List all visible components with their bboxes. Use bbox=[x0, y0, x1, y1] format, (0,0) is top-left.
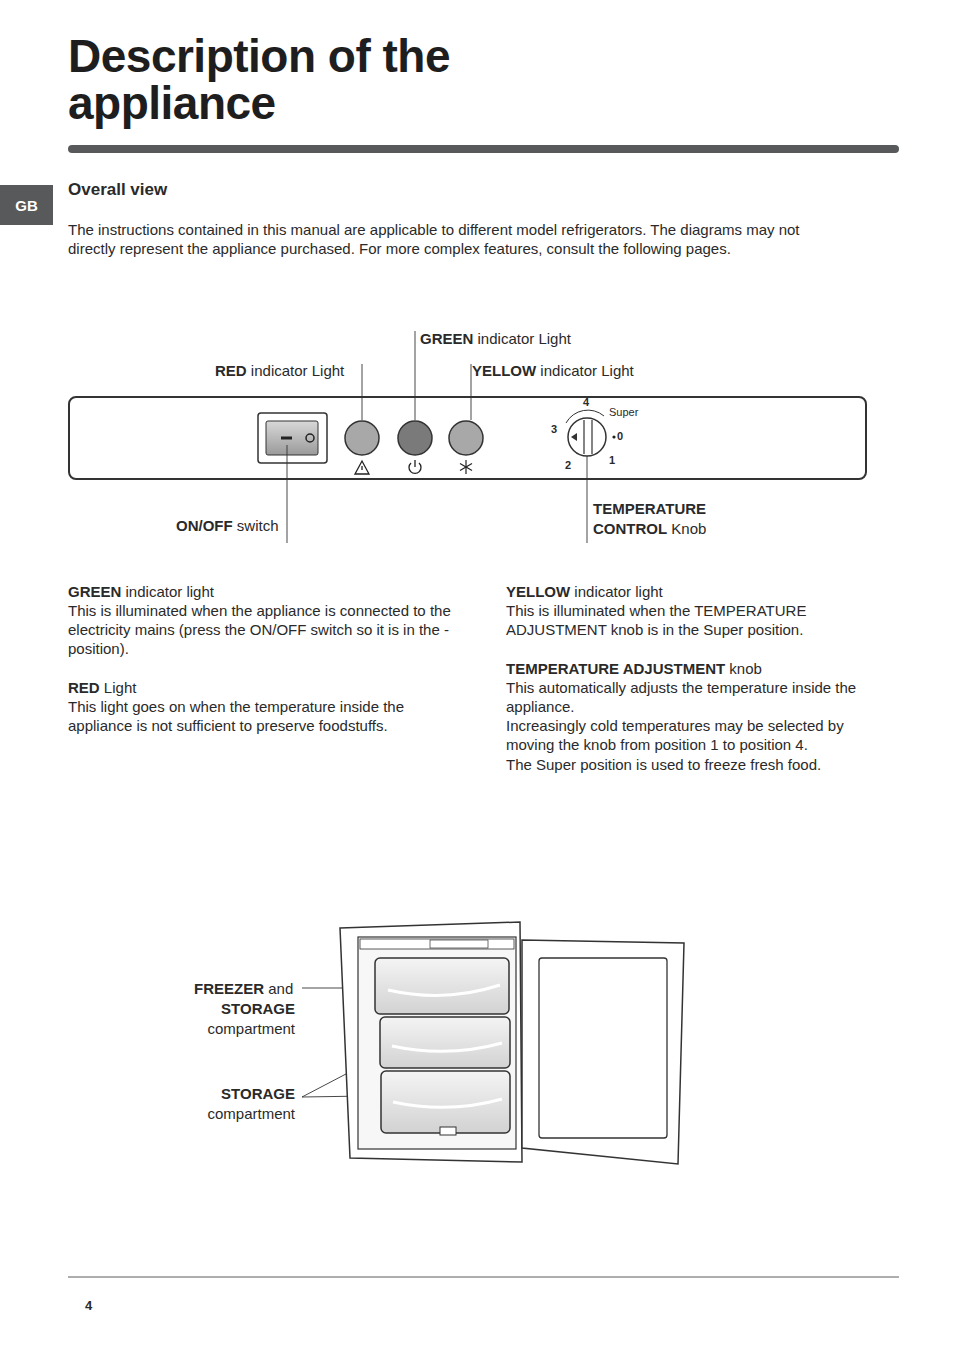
knob-label: CONTROL bbox=[593, 519, 667, 538]
description-heading: YELLOW bbox=[506, 582, 570, 601]
description-heading: Light bbox=[104, 678, 137, 697]
section-heading: Overall view bbox=[68, 179, 167, 201]
description-text: This light goes on when the temperature … bbox=[68, 697, 463, 735]
description-heading: knob bbox=[729, 659, 762, 678]
page-title: Description of the appliance bbox=[68, 33, 508, 127]
page-number: 4 bbox=[85, 1298, 92, 1315]
control-panel bbox=[69, 397, 866, 479]
compartment-label: compartment bbox=[207, 1019, 295, 1038]
compartment-label: STORAGE bbox=[221, 999, 295, 1018]
knob-number: 1 bbox=[609, 454, 615, 468]
switch-label: ON/OFF bbox=[176, 516, 233, 535]
description-text: This automatically adjusts the temperatu… bbox=[506, 678, 881, 716]
indicator-label: GREEN bbox=[420, 329, 473, 348]
description-heading: indicator light bbox=[574, 582, 662, 601]
freezer-illustration bbox=[340, 922, 684, 1164]
description-heading: GREEN bbox=[68, 582, 121, 601]
indicator-label: indicator Light bbox=[540, 361, 633, 380]
knob-number: 3 bbox=[551, 423, 557, 437]
footer-rule bbox=[68, 1277, 899, 1278]
knob-number: 4 bbox=[583, 396, 589, 410]
language-tab: GB bbox=[0, 185, 53, 225]
switch-label: switch bbox=[237, 516, 279, 535]
description-heading: indicator light bbox=[126, 582, 214, 601]
compartment-label: FREEZER bbox=[194, 979, 264, 998]
compartment-label: STORAGE bbox=[221, 1084, 295, 1103]
description-text: The Super position is used to freeze fre… bbox=[506, 755, 881, 774]
knob-label: TEMPERATURE bbox=[593, 499, 706, 518]
intro-text: The instructions contained in this manua… bbox=[68, 220, 843, 258]
compartment-label: compartment bbox=[207, 1104, 295, 1123]
knob-label: Knob bbox=[671, 519, 706, 538]
indicator-label: indicator Light bbox=[251, 361, 344, 380]
knob-number: 2 bbox=[565, 459, 571, 473]
header-rule bbox=[68, 145, 899, 153]
indicator-label: YELLOW bbox=[472, 361, 536, 380]
indicator-label: indicator Light bbox=[478, 329, 571, 348]
description-heading: RED bbox=[68, 678, 100, 697]
tab-label: GB bbox=[15, 197, 38, 214]
description-text: Increasingly cold temperatures may be se… bbox=[506, 716, 881, 754]
compartment-label: and bbox=[268, 979, 293, 998]
indicator-label: RED bbox=[215, 361, 247, 380]
knob-number: 0 bbox=[617, 430, 623, 444]
description-heading: TEMPERATURE ADJUSTMENT bbox=[506, 659, 725, 678]
description-text: This is illuminated when the TEMPERATURE… bbox=[506, 601, 826, 639]
description-text: This is illuminated when the appliance i… bbox=[68, 601, 463, 658]
knob-number: Super bbox=[609, 406, 638, 420]
